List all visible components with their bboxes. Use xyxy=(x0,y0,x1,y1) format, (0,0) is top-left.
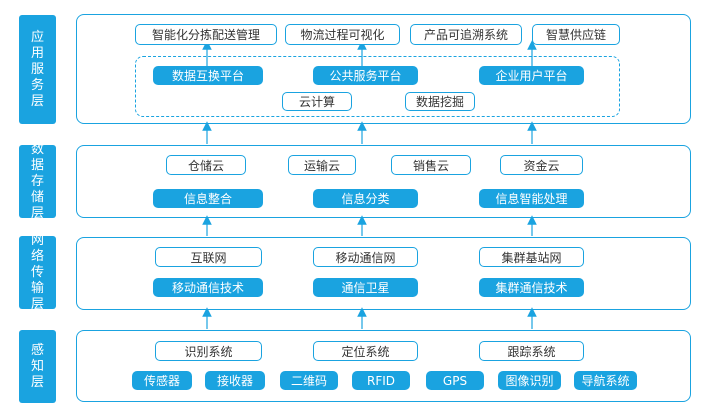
device-box: 导航系统 xyxy=(574,371,637,390)
platform-box: 企业用户平台 xyxy=(479,66,584,85)
cloud-box: 仓储云 xyxy=(166,155,246,175)
processing-box: 信息整合 xyxy=(153,189,263,208)
layer-label-app: 应用服务层 xyxy=(19,15,56,124)
system-box: 定位系统 xyxy=(313,341,418,361)
layer-label-data: 数据存储层 xyxy=(19,142,56,221)
cloud-box: 资金云 xyxy=(500,155,583,175)
app-top-item: 产品可追溯系统 xyxy=(410,24,522,45)
app-bottom-item: 云计算 xyxy=(282,92,352,111)
processing-box: 信息智能处理 xyxy=(479,189,584,208)
cloud-box: 运输云 xyxy=(288,155,356,175)
device-box: 接收器 xyxy=(205,371,265,390)
app-top-item: 智能化分拣配送管理 xyxy=(135,24,277,45)
tech-box: 通信卫星 xyxy=(313,278,418,297)
app-top-item: 物流过程可视化 xyxy=(285,24,400,45)
processing-box: 信息分类 xyxy=(313,189,418,208)
device-box: 二维码 xyxy=(280,371,338,390)
device-box: GPS xyxy=(426,371,484,390)
device-box: RFID xyxy=(352,371,410,390)
system-box: 跟踪系统 xyxy=(479,341,584,361)
app-top-item: 智慧供应链 xyxy=(532,24,620,45)
tech-box: 集群通信技术 xyxy=(479,278,584,297)
layer-label-network: 网络传输层 xyxy=(19,233,56,312)
network-box: 集群基站网 xyxy=(479,247,584,267)
tech-box: 移动通信技术 xyxy=(153,278,263,297)
platform-box: 公共服务平台 xyxy=(313,66,418,85)
network-box: 互联网 xyxy=(155,247,262,267)
platform-box: 数据互换平台 xyxy=(153,66,263,85)
cloud-box: 销售云 xyxy=(391,155,471,175)
network-box: 移动通信网 xyxy=(313,247,418,267)
device-box: 传感器 xyxy=(132,371,192,390)
device-box: 图像识别 xyxy=(498,371,561,390)
layer-label-perception: 感知层 xyxy=(19,330,56,403)
app-bottom-item: 数据挖掘 xyxy=(405,92,475,111)
system-box: 识别系统 xyxy=(155,341,262,361)
platform-group xyxy=(135,56,620,117)
